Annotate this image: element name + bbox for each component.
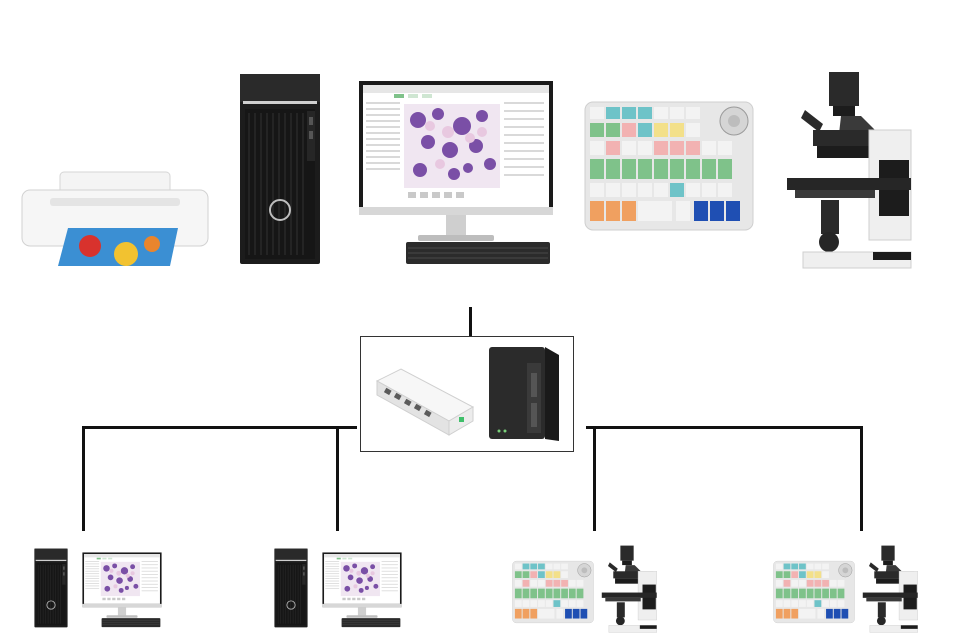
connector-left-drop-2 [336,426,339,531]
tower-pc-icon [239,73,321,265]
tower-pc [239,73,321,265]
monitor-icon [82,552,162,628]
tower-pc-icon [34,548,68,628]
connector-right-drop-2 [860,426,863,531]
acquisition-station-2 [773,544,923,634]
monitor-icon [358,80,554,266]
connector-left-drop-1 [82,426,85,531]
tower-pc-icon [274,548,308,628]
monitor [358,80,554,266]
monitor-icon [322,552,402,628]
cell-counter-keypad-icon [584,101,754,231]
network-hub-box [360,336,574,452]
connector-top [469,307,472,336]
microscope-icon [861,544,923,634]
acquisition-station-1 [512,544,662,634]
connector-right-horizontal [586,426,863,429]
microscope-icon [600,544,662,634]
cell-counter-keypad-icon [512,560,594,624]
workstation-2 [274,548,404,630]
microscope [783,70,923,270]
nas-storage-icon [489,347,559,441]
network-switch-icon [375,368,475,436]
connector-right-drop-1 [593,426,596,531]
cell-counter-keypad [584,101,754,231]
printer [20,170,210,270]
printer-icon [21,171,209,266]
connector-left-horizontal [82,426,357,429]
cell-counter-keypad-icon [773,560,855,624]
microscope-icon [783,70,923,270]
workstation-1 [34,548,164,630]
